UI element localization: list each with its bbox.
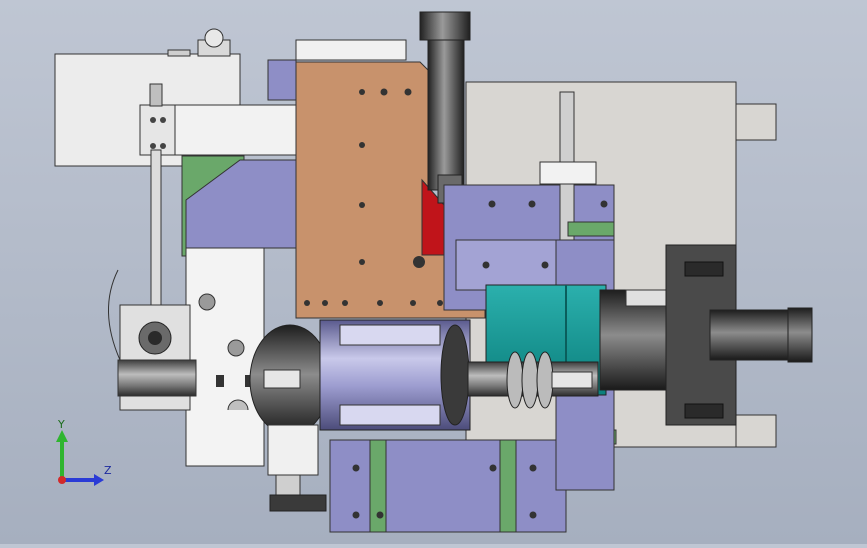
z-axis-label: Z (104, 464, 112, 477)
left-roller-assembly (108, 269, 197, 411)
servo-motor (599, 244, 813, 426)
y-axis-label: Y (57, 418, 65, 431)
lower-slate-block (329, 439, 567, 533)
z-axis-arrowhead (94, 474, 104, 486)
x-axis-dot (58, 476, 66, 484)
lower-left-white-plate (185, 247, 265, 467)
top-vertical-cylinder (419, 11, 471, 204)
y-axis-arrowhead (56, 430, 68, 442)
coordinate-triad: Y Z (56, 418, 112, 486)
shaft-coupling (467, 351, 599, 409)
main-horizontal-cylinder (319, 319, 471, 431)
top-small-bracket (267, 39, 407, 101)
lower-sensor-bracket (267, 424, 327, 512)
drive-wheel (249, 324, 331, 436)
